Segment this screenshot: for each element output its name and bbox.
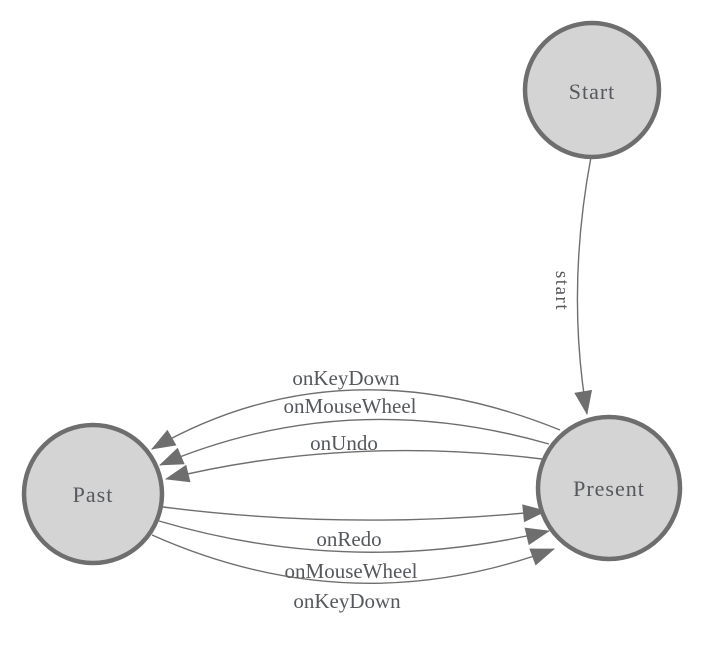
state-node-start-circle[interactable] [522,20,662,160]
edge-present-to-past-onundo [165,449,543,483]
edge-past-to-present-onmousewheel [158,520,550,553]
edge-label-onmousewheel-bottom: onMouseWheel [285,559,418,583]
edge-start-to-present [574,156,593,415]
edge-label-onmousewheel-top: onMouseWheel [284,394,417,418]
state-node-past[interactable]: Past [21,422,165,566]
edge-label-onkeydown-bottom: onKeyDown [293,589,401,613]
node-layer: Start Present Past [21,20,683,566]
edge-label-layer: start onKeyDown onMouseWheel onUndo onRe… [284,271,572,613]
edge-label-onredo: onRedo [316,527,381,551]
state-node-past-circle[interactable] [21,422,165,566]
state-node-start-label: Start [569,79,616,104]
edge-label-start: start [551,271,572,311]
edge-label-onundo: onUndo [310,431,378,455]
edge-present-to-past-onmousewheel [159,418,550,466]
state-node-past-label: Past [73,482,114,507]
edge-present-to-past-onkeydown [151,389,561,450]
state-node-start[interactable]: Start [522,20,662,160]
edge-layer [151,156,593,584]
state-node-present-label: Present [573,476,645,501]
state-node-present-circle[interactable] [535,414,683,562]
edge-label-onkeydown-top: onKeyDown [292,366,400,390]
edge-past-to-present-onredo [162,504,547,523]
state-node-present[interactable]: Present [535,414,683,562]
edge-past-to-present-onkeydown [151,534,555,584]
